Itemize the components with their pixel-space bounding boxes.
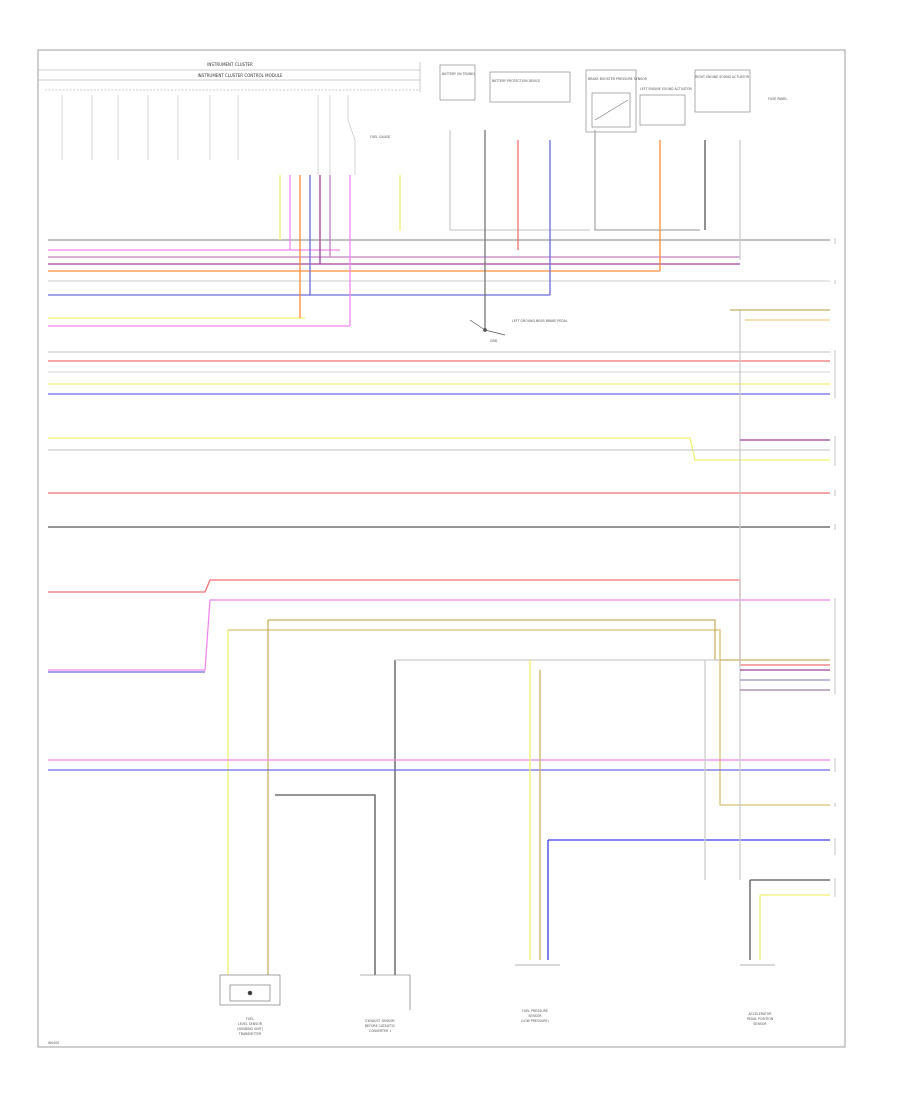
ground-label: GND: [490, 339, 498, 343]
battery-protection-label: BATTERY PROTECTION DEVICE: [492, 79, 540, 83]
left-sound-actuator-label: LEFT ENGINE SOUND ACTUATOR: [640, 87, 692, 91]
exhaust-sensor-label-3: CONVERTER 1: [369, 1029, 392, 1033]
fuel-level-label-4: TRANSMITTER: [238, 1032, 262, 1036]
instrument-cluster-title: INSTRUMENT CLUSTER: [207, 62, 253, 67]
left-ground-label: LEFT GROUND NEAR BRAKE PEDAL: [512, 319, 568, 323]
exhaust-sensor-label-2: BEFORE CATALYTIC: [365, 1024, 396, 1028]
fuel-pressure-label-1: FUEL PRESSURE: [522, 1009, 548, 1013]
fuel-level-label-3: (SENDING UNIT): [237, 1027, 263, 1031]
lower-wire-runs: [48, 309, 830, 975]
bottom-component-labels: FUEL LEVEL SENSOR (SENDING UNIT) TRANSMI…: [237, 1009, 774, 1036]
diagram-frame: [37, 49, 846, 1048]
fuel-level-label-2: LEVEL SENSOR: [238, 1022, 263, 1026]
top-component-labels: BATTERY (IN TRUNK) BATTERY PROTECTION DE…: [442, 72, 788, 101]
cluster-internal-lines: [61, 95, 356, 175]
fuel-pressure-label-3: (LOW PRESSURE): [521, 1019, 549, 1023]
battery-label: BATTERY (IN TRUNK): [442, 72, 475, 76]
bottom-component-boxes: [219, 964, 775, 1010]
accel-sensor-label-1: ACCELERATOR: [748, 1012, 772, 1016]
accel-sensor-label-2: PEDAL POSITION: [747, 1017, 774, 1021]
fuse-panel-label: FUSE PANEL: [768, 97, 788, 101]
top-component-boxes: [439, 64, 751, 133]
brake-booster-label: BRAKE BOOSTER PRESSURE SENSOR: [588, 77, 648, 81]
control-module-title: INSTRUMENT CLUSTER CONTROL MODULE: [197, 73, 282, 78]
right-sound-actuator-label: RIGHT ENGINE SOUND ACTUATOR: [695, 75, 750, 79]
accel-sensor-label-3: SENSOR: [753, 1022, 767, 1026]
fuel-gauge-label: FUEL GAUGE: [370, 135, 390, 139]
left-ground-switch: [469, 319, 506, 336]
fuel-pressure-label-2: SENSOR: [528, 1014, 542, 1018]
exhaust-sensor-label-1: EXHAUST SENSOR: [365, 1019, 395, 1023]
page-code: W0400: [48, 1041, 59, 1045]
instrument-cluster-box: INSTRUMENT CLUSTER INSTRUMENT CLUSTER CO…: [38, 62, 421, 92]
upper-bus-wires: [48, 239, 830, 327]
top-vertical-drops: [279, 130, 741, 330]
fuel-level-label-1: FUEL: [246, 1017, 254, 1021]
middle-bus-wires: [48, 351, 830, 528]
